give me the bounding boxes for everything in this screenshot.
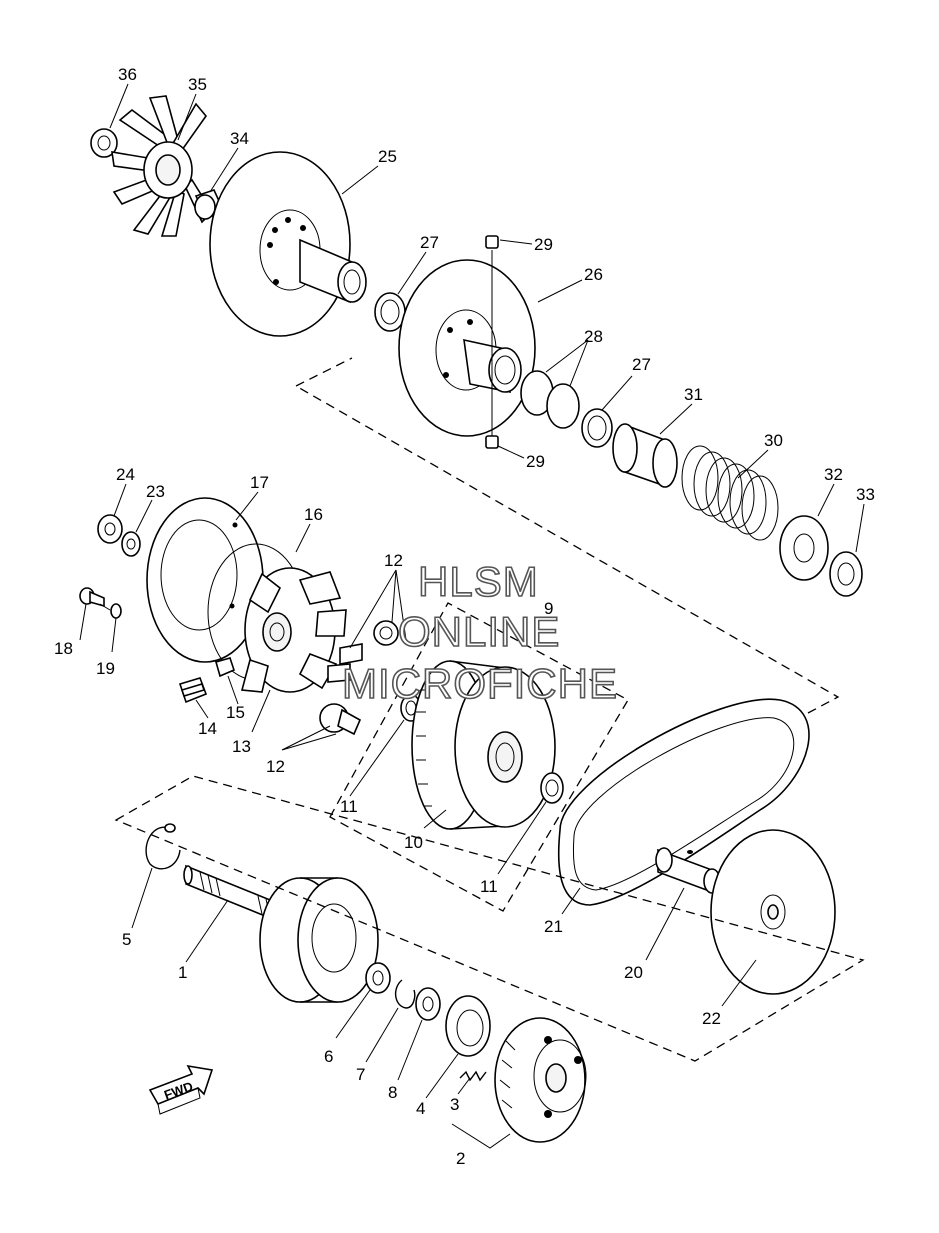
- callout-15[interactable]: 15: [226, 703, 245, 722]
- callout-9[interactable]: 9: [544, 599, 553, 618]
- callout-27-upper[interactable]: 27: [420, 233, 439, 252]
- callout-12-upper[interactable]: 12: [384, 551, 403, 570]
- callout-10[interactable]: 10: [404, 833, 423, 852]
- callout-22[interactable]: 22: [702, 1009, 721, 1028]
- collar-8[interactable]: [415, 987, 441, 1021]
- fwd-label: FWD: [162, 1078, 195, 1102]
- bolt-18[interactable]: [79, 587, 105, 608]
- callout-19[interactable]: 19: [96, 659, 115, 678]
- o-rings-28[interactable]: [520, 370, 580, 429]
- washer-23[interactable]: [121, 531, 141, 557]
- guide-pin-29-lower[interactable]: [485, 435, 499, 449]
- nut-24[interactable]: [97, 514, 123, 544]
- callout-5[interactable]: 5: [122, 930, 131, 949]
- circlip-7[interactable]: [395, 979, 416, 1009]
- callout-23[interactable]: 23: [146, 482, 165, 501]
- clutch-housing-1[interactable]: [259, 877, 379, 1003]
- callout-11-right[interactable]: 11: [480, 877, 498, 896]
- compression-spring-30[interactable]: [681, 445, 779, 541]
- oil-seal-27-lower[interactable]: [581, 408, 613, 448]
- callout-29-upper[interactable]: 29: [534, 235, 553, 254]
- callout-3[interactable]: 3: [450, 1095, 459, 1114]
- callout-31[interactable]: 31: [684, 385, 703, 404]
- callout-13[interactable]: 13: [232, 737, 251, 756]
- callout-36[interactable]: 36: [118, 65, 137, 84]
- callout-24[interactable]: 24: [116, 465, 135, 484]
- bearing-6[interactable]: [365, 962, 391, 994]
- callout-labels: 36 35 34 25 27 29 26 28 27 29 31 30 32 3…: [54, 65, 875, 1168]
- sliding-sheave-26[interactable]: [398, 259, 536, 437]
- callout-1[interactable]: 1: [178, 963, 187, 982]
- callout-27-lower[interactable]: 27: [632, 355, 651, 374]
- leader-lines: [79, 83, 865, 1149]
- callout-26[interactable]: 26: [584, 265, 603, 284]
- washer-32[interactable]: [779, 515, 829, 581]
- spring-3[interactable]: [459, 1070, 487, 1082]
- callout-33[interactable]: 33: [856, 485, 875, 504]
- callout-21[interactable]: 21: [544, 917, 563, 936]
- guide-pin-29-upper[interactable]: [485, 235, 499, 249]
- callout-18[interactable]: 18: [54, 639, 73, 658]
- watermark-line-3: MICROFICHE: [342, 660, 618, 707]
- nut-36[interactable]: [90, 128, 118, 158]
- primary-fixed-sheave-10[interactable]: [411, 660, 556, 830]
- fan-35[interactable]: [111, 95, 214, 237]
- callout-16[interactable]: 16: [304, 505, 323, 524]
- clutch-carrier-2[interactable]: [494, 1017, 587, 1143]
- group-outline-clutch: [114, 775, 865, 1062]
- secondary-sheave-22[interactable]: [710, 829, 836, 995]
- callout-34[interactable]: 34: [230, 129, 249, 148]
- callout-6[interactable]: 6: [324, 1047, 333, 1066]
- slider-14[interactable]: [178, 677, 208, 704]
- callout-35[interactable]: 35: [188, 75, 207, 94]
- washer-19[interactable]: [110, 603, 122, 619]
- callout-25[interactable]: 25: [378, 147, 397, 166]
- v-belt-21[interactable]: [557, 698, 810, 906]
- callout-4[interactable]: 4: [416, 1099, 425, 1118]
- callout-14[interactable]: 14: [198, 719, 217, 738]
- callout-2[interactable]: 2: [456, 1149, 465, 1168]
- one-way-clutch-4[interactable]: [445, 995, 491, 1057]
- callout-28[interactable]: 28: [584, 327, 603, 346]
- fwd-arrow-icon: FWD: [148, 1064, 214, 1115]
- nut-33[interactable]: [829, 551, 863, 597]
- fixed-sheave-25[interactable]: [209, 151, 367, 337]
- slider-15[interactable]: [215, 657, 235, 678]
- watermark-line-2: ONLINE: [398, 608, 560, 655]
- seal-11-right[interactable]: [540, 772, 564, 804]
- callout-32[interactable]: 32: [824, 465, 843, 484]
- callout-7[interactable]: 7: [356, 1065, 365, 1084]
- callout-29-lower[interactable]: 29: [526, 452, 545, 471]
- callout-17[interactable]: 17: [250, 473, 269, 492]
- callout-30[interactable]: 30: [764, 431, 783, 450]
- callout-12-lower[interactable]: 12: [266, 757, 285, 776]
- callout-20[interactable]: 20: [624, 963, 643, 982]
- callout-11-left[interactable]: 11: [340, 797, 358, 816]
- callout-8[interactable]: 8: [388, 1083, 397, 1102]
- circlip-5[interactable]: [145, 823, 181, 870]
- weights-12[interactable]: [319, 620, 399, 736]
- watermark-line-1: HLSM: [418, 558, 539, 605]
- group-outline-secondary: [295, 357, 840, 714]
- watermark: HLSM ONLINE MICROFICHE: [341, 557, 618, 708]
- spring-seat-31[interactable]: [612, 423, 678, 488]
- primary-sliding-sheave-13[interactable]: [240, 567, 347, 693]
